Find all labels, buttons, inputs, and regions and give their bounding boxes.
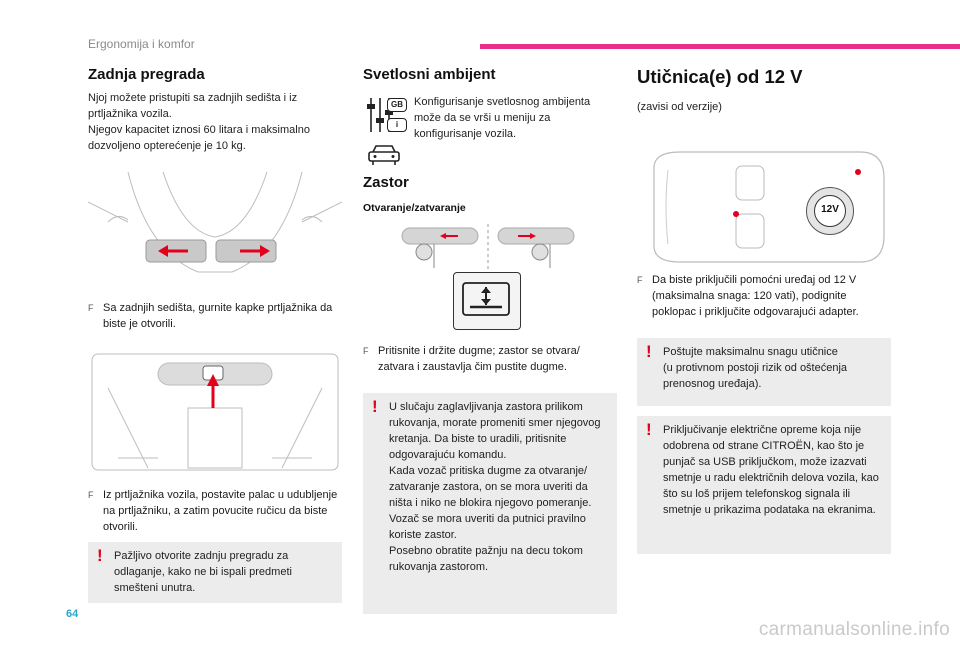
- header-accent-bar: [480, 44, 960, 49]
- socket-step: F Da biste priključili pomoćni uređaj od…: [637, 272, 893, 320]
- rear-shelf-illustration-2: [88, 348, 342, 476]
- step-text: Iz prtljažnika vozila, postavite palac u…: [103, 489, 338, 533]
- rear-shelf-warning: ! Pažljivo otvorite zadnju pregradu za o…: [88, 542, 342, 603]
- settings-sliders-icon: [365, 94, 407, 136]
- socket-label: 12V: [821, 204, 839, 215]
- ambient-light-title: Svetlosni ambijent: [363, 66, 496, 83]
- warning-text: Pažljivo otvorite zadnju pregradu za odl…: [114, 550, 292, 594]
- blind-warning: ! U slučaju zaglavljivanja zastora prili…: [363, 393, 617, 614]
- warning-icon: !: [646, 420, 652, 439]
- page-number: 64: [66, 608, 79, 620]
- watermark: carmanualsonline.info: [758, 619, 950, 640]
- warning-icon: !: [97, 546, 103, 565]
- blind-mirror-illustration: [400, 224, 580, 270]
- rear-shelf-title: Zadnja pregrada: [88, 66, 205, 83]
- car-front-icon: [367, 144, 401, 166]
- info-badge: i: [387, 118, 407, 132]
- step-text: Sa zadnjih sedišta, gurnite kapke prtlja…: [103, 302, 333, 330]
- step-text: Da biste priključili pomoćni uređaj od 1…: [652, 274, 859, 318]
- bullet-marker: F: [88, 490, 94, 500]
- rear-shelf-step-2: F Iz prtljažnika vozila, postavite palac…: [88, 487, 342, 535]
- warning-icon: !: [372, 397, 378, 416]
- socket-warning-1: ! Poštujte maksimalnu snagu utičnice (u …: [637, 338, 891, 406]
- warning-text: Poštujte maksimalnu snagu utičnice (u pr…: [663, 346, 848, 390]
- warning-icon: !: [646, 342, 652, 361]
- warning-text: U slučaju zaglavljivanja zastora priliko…: [389, 401, 601, 573]
- ambient-config-text: Konfigurisanje svetlosnog ambijenta može…: [414, 96, 591, 140]
- car-topview-illustration: [640, 148, 890, 266]
- blind-button-icon: [453, 272, 521, 330]
- rear-shelf-intro: Njoj možete pristupiti sa zadnjih sedišt…: [88, 92, 310, 152]
- blind-subtitle: Otvaranje/zatvaranje: [363, 202, 466, 214]
- bullet-marker: F: [88, 303, 94, 313]
- socket-subtitle: (zavisi od verzije): [637, 101, 722, 113]
- rear-shelf-step-1: F Sa zadnjih sedišta, gurnite kapke prtl…: [88, 300, 342, 332]
- rear-shelf-illustration-1: [88, 162, 342, 290]
- blind-title: Zastor: [363, 174, 409, 191]
- socket-title: Utičnica(e) od 12 V: [637, 66, 803, 87]
- socket-inner: [814, 195, 846, 227]
- socket-circle: 12V: [806, 187, 854, 235]
- step-text: Pritisnite i držite dugme; zastor se otv…: [378, 345, 580, 373]
- blind-step: F Pritisnite i držite dugme; zastor se o…: [363, 343, 617, 375]
- bullet-marker: F: [363, 346, 369, 356]
- section-title: Ergonomija i komfor: [88, 37, 195, 51]
- socket-warning-2: ! Priključivanje električne opreme koja …: [637, 416, 891, 554]
- gb-badge: GB: [387, 98, 407, 112]
- warning-text: Priključivanje električne opreme koja ni…: [663, 424, 879, 516]
- bullet-marker: F: [637, 275, 643, 285]
